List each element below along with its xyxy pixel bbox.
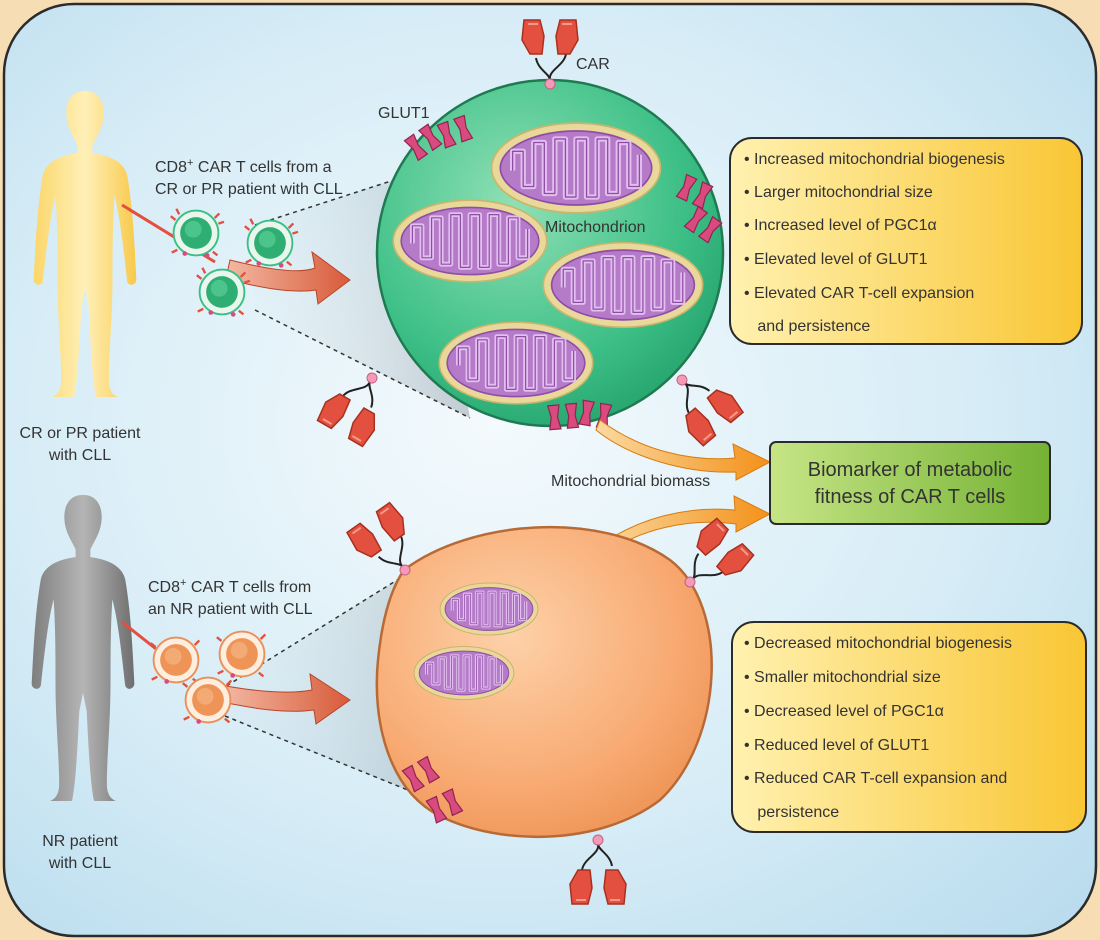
top-to-biomarker-arrow (595, 419, 772, 481)
responder-cells-caption-1: CD8+ CAR T cells from a (155, 157, 332, 176)
nr-cells-caption-1: CD8+ CAR T cells from (148, 577, 311, 596)
feature-item: • Reduced CAR T-cell expansion and (744, 770, 1007, 787)
feature-item: • Increased mitochondrial biogenesis (744, 151, 1005, 168)
biomarker-box (769, 441, 1051, 525)
nr-expand-arrow (221, 672, 351, 725)
nr-label-2: with CLL (48, 855, 111, 872)
mitochondrion-icon (543, 243, 702, 328)
feature-item: • Elevated CAR T-cell expansion (744, 285, 974, 302)
responder-cells-caption-2: CR or PR patient with CLL (155, 181, 343, 198)
glut1-label: GLUT1 (378, 105, 430, 122)
bottom-to-biomarker-arrow (595, 495, 772, 557)
feature-item: • Decreased mitochondrial biogenesis (744, 635, 1012, 652)
mitochondrion-icon (412, 644, 516, 702)
feature-item: • Larger mitochondrial size (744, 184, 933, 201)
responder-expand-arrow (225, 250, 351, 305)
responder-label-2: with CLL (48, 447, 111, 464)
mitochondrion-icon (438, 581, 540, 637)
feature-item: and persistence (744, 318, 870, 335)
biomarker-section: Mitochondrial biomass Biomarker of metab… (551, 419, 1051, 557)
feature-item: • Elevated level of GLUT1 (744, 251, 928, 268)
feature-item: • Reduced level of GLUT1 (744, 737, 929, 754)
nr-section: NR patient with CLL CD8+ CAR T cells fro… (31, 494, 1087, 905)
mitochondrion-label: Mitochondrion (545, 219, 646, 236)
feature-item: persistence (744, 804, 839, 821)
mitochondrion-icon (393, 200, 547, 282)
biomarker-line-1: Biomarker of metabolic (808, 459, 1013, 481)
car-label: CAR (576, 56, 610, 73)
responder-feature-box (729, 137, 1083, 345)
mitochondrial-biomass-label: Mitochondrial biomass (551, 473, 710, 490)
mitochondrion-icon (439, 322, 593, 404)
biomarker-line-2: fitness of CAR T cells (815, 486, 1005, 508)
nr-label-1: NR patient (42, 833, 118, 850)
feature-item: • Decreased level of PGC1α (744, 703, 944, 720)
mitochondrion-icon (492, 123, 661, 213)
nr-feature-box (731, 621, 1087, 833)
responder-label-1: CR or PR patient (20, 425, 141, 442)
responder-section: CR or PR patient with CLL CD8+ CAR T cel… (20, 19, 1083, 464)
nr-cells-caption-2: an NR patient with CLL (148, 601, 313, 618)
feature-item: • Increased level of PGC1α (744, 217, 937, 234)
feature-item: • Smaller mitochondrial size (744, 669, 941, 686)
